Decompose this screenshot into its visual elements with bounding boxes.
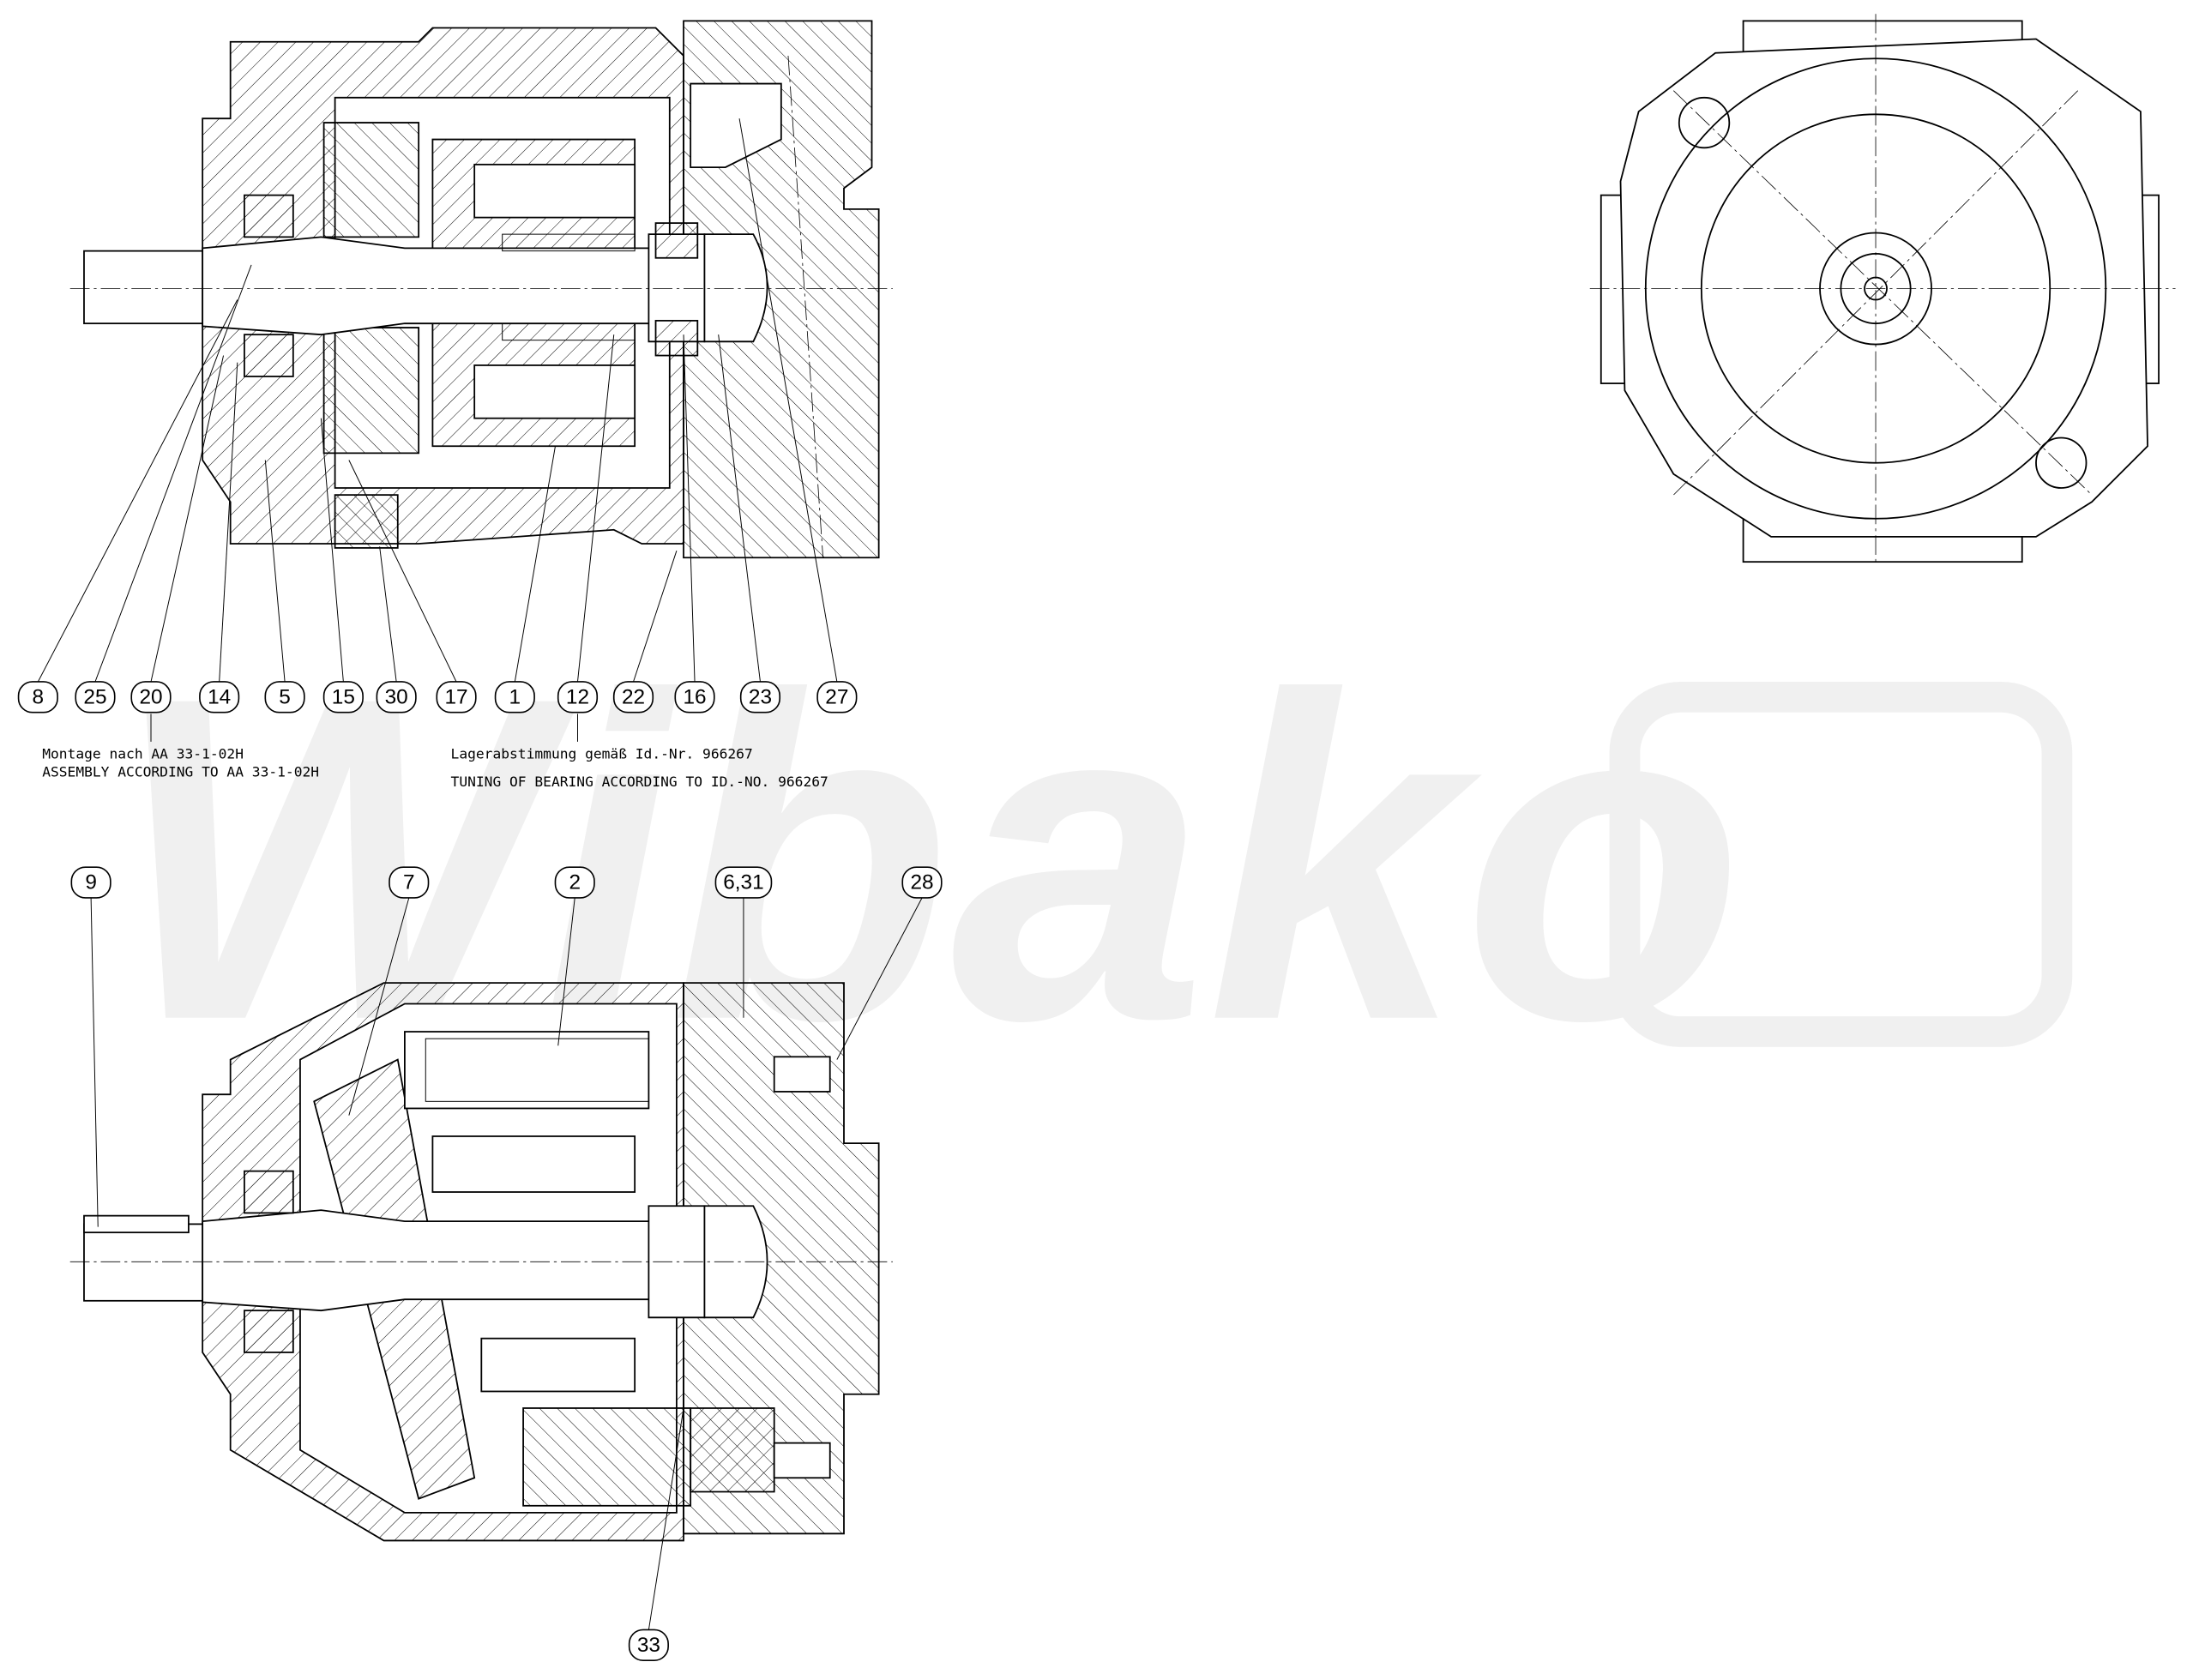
leader-line [633, 551, 678, 683]
part-number-1: 1 [509, 685, 521, 708]
part-number-9: 9 [85, 871, 97, 894]
balloon-outline [612, 681, 654, 714]
balloon-outline [714, 866, 773, 899]
part-number-17: 17 [444, 685, 467, 708]
balloon-outline [816, 681, 858, 714]
balloon-outline [264, 681, 305, 714]
leader-line [718, 334, 761, 683]
part-number-2: 2 [569, 871, 581, 894]
end-view [1589, 14, 2176, 565]
balloon-outline [130, 681, 172, 714]
balloon-outline [739, 681, 781, 714]
balloon-outline [322, 681, 364, 714]
leader-line [37, 299, 238, 683]
leader-line [348, 460, 457, 683]
balloon-outline [17, 681, 58, 714]
part-number-20: 20 [139, 685, 162, 708]
leader-line [648, 1407, 684, 1630]
balloon-outline [70, 866, 111, 899]
bearing-note-en: TUNING OF BEARING ACCORDING TO ID.-NO. 9… [451, 774, 828, 790]
leader-line [683, 334, 696, 682]
part-number-8: 8 [33, 685, 45, 708]
leader-line [379, 546, 397, 683]
bearing-note-de: Lagerabstimmung gemäß Id.-Nr. 966267 [451, 745, 753, 762]
assembly-note-en: ASSEMBLY ACCORDING TO AA 33-1-02H [42, 764, 319, 780]
balloon-outline [901, 866, 943, 899]
leader-line [90, 897, 99, 1227]
balloon-outline [628, 1629, 669, 1662]
part-balloons: 8 25 20 14 5 15 30 17 1 12 22 16 23 27 9 7 2 6,31 28 33 [17, 118, 943, 1662]
leader-line [514, 446, 556, 683]
balloon-outline [436, 681, 477, 714]
leader-line [320, 418, 344, 683]
part-number-14: 14 [208, 685, 231, 708]
part-number-5: 5 [279, 685, 291, 708]
balloon-outline [389, 866, 430, 899]
part-number-28: 28 [910, 871, 933, 894]
leader-line [348, 897, 410, 1116]
part-number-6-31: 6,31 [723, 871, 763, 894]
leader-line [576, 334, 615, 683]
top-section-view [69, 20, 893, 559]
balloon-outline [674, 681, 715, 714]
watermark-logo [1609, 681, 2073, 1047]
bottom-section-view [69, 982, 893, 1542]
part-number-23: 23 [749, 685, 772, 708]
part-number-30: 30 [385, 685, 408, 708]
part-number-22: 22 [622, 685, 645, 708]
leader-line [557, 897, 575, 1046]
part-number-16: 16 [683, 685, 706, 708]
part-number-12: 12 [566, 685, 589, 708]
leader-line [836, 897, 923, 1060]
part-number-25: 25 [83, 685, 106, 708]
leader-line [150, 355, 225, 683]
leader-line [738, 118, 838, 683]
leader-line [94, 264, 252, 683]
leader-line [219, 362, 238, 683]
part-number-33: 33 [637, 1634, 660, 1657]
part-number-15: 15 [332, 685, 355, 708]
balloon-outline [75, 681, 116, 714]
balloon-outline [557, 681, 599, 714]
leader-line [264, 460, 286, 683]
balloon-outline [494, 681, 535, 714]
assembly-note-de: Montage nach AA 33-1-02H [42, 745, 244, 762]
balloon-outline [376, 681, 417, 714]
balloon-outline [554, 866, 595, 899]
part-number-7: 7 [403, 871, 415, 894]
part-number-27: 27 [825, 685, 848, 708]
balloon-outline [199, 681, 240, 714]
